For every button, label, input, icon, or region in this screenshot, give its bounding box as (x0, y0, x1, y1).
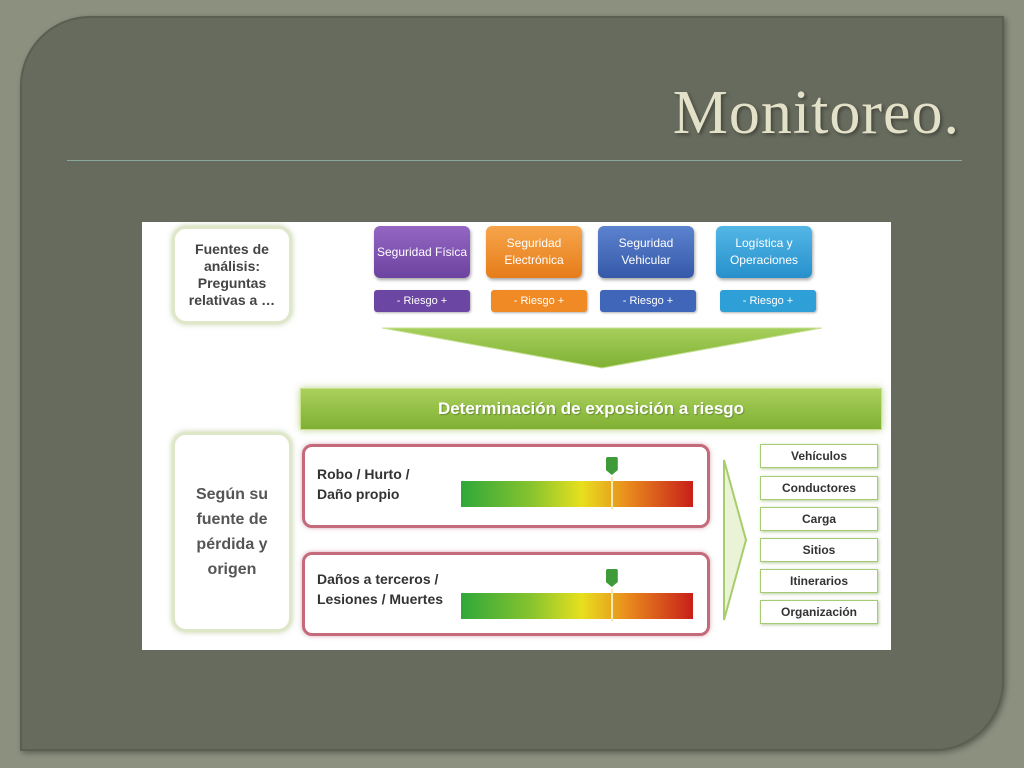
risk-gradient-bar (461, 593, 693, 619)
target-label: Carga (801, 512, 836, 526)
panel-label-line-1: Robo / Hurto / (317, 466, 410, 482)
target-vehiculos: Vehículos (760, 444, 878, 468)
category-seguridad-vehicular: Seguridad Vehicular (598, 226, 694, 278)
funnel-arrow (382, 327, 822, 369)
target-label: Vehículos (790, 449, 848, 463)
risk-scale-vehicular: - Riesgo + (600, 290, 696, 312)
category-label: Seguridad Física (376, 244, 468, 259)
category-label: Seguridad Vehicular (618, 236, 674, 267)
target-itinerarios: Itinerarios (760, 569, 878, 593)
loss-source-label: Según su fuente de pérdida y origen (195, 486, 268, 578)
determination-label: Determinación de exposición a riesgo (437, 399, 745, 418)
category-label: Logística y Operaciones (729, 236, 799, 267)
target-label: Conductores (781, 481, 856, 495)
sources-box: Fuentes de análisis: Preguntas relativas… (172, 226, 292, 324)
slide-title: Monitoreo. (672, 79, 960, 147)
panel-label-line-2: Lesiones / Muertes (317, 591, 444, 607)
panel-label: Daños a terceros / Lesiones / Muertes (317, 569, 443, 609)
risk-gradient-bar (461, 481, 693, 507)
category-logistica-operaciones: Logística y Operaciones (716, 226, 812, 278)
target-organizacion: Organización (760, 600, 878, 624)
panel-label-line-1: Daños a terceros / (317, 571, 439, 587)
category-seguridad-electronica: Seguridad Electrónica (486, 226, 582, 278)
risk-label: - Riesgo + (513, 295, 565, 307)
loss-source-box: Según su fuente de pérdida y origen (172, 432, 292, 632)
risk-label: - Riesgo + (396, 295, 448, 307)
risk-panel-danos: Daños a terceros / Lesiones / Muertes (302, 552, 710, 636)
risk-scale-electronica: - Riesgo + (491, 290, 587, 312)
risk-marker (605, 569, 618, 587)
risk-label: - Riesgo + (622, 295, 674, 307)
title-divider (67, 160, 962, 161)
risk-marker-line (610, 477, 613, 509)
determination-bar: Determinación de exposición a riesgo (300, 388, 882, 430)
panel-label-line-2: Daño propio (317, 486, 400, 502)
risk-scale-logistica: - Riesgo + (720, 290, 816, 312)
risk-panel-robo: Robo / Hurto / Daño propio (302, 444, 710, 528)
risk-diagram: Fuentes de análisis: Preguntas relativas… (142, 222, 891, 650)
target-label: Sitios (802, 543, 836, 557)
category-label: Seguridad Electrónica (504, 236, 564, 267)
chevron-right-arrow (723, 459, 748, 621)
risk-marker-line (610, 589, 613, 621)
panel-label: Robo / Hurto / Daño propio (317, 464, 410, 504)
risk-marker (605, 457, 618, 475)
sources-label: Fuentes de análisis: Preguntas relativas… (188, 241, 276, 308)
target-carga: Carga (760, 507, 878, 531)
target-label: Organización (780, 605, 857, 619)
category-seguridad-fisica: Seguridad Física (374, 226, 470, 278)
target-conductores: Conductores (760, 476, 878, 500)
target-sitios: Sitios (760, 538, 878, 562)
target-label: Itinerarios (789, 574, 849, 588)
risk-scale-fisica: - Riesgo + (374, 290, 470, 312)
risk-label: - Riesgo + (742, 295, 794, 307)
